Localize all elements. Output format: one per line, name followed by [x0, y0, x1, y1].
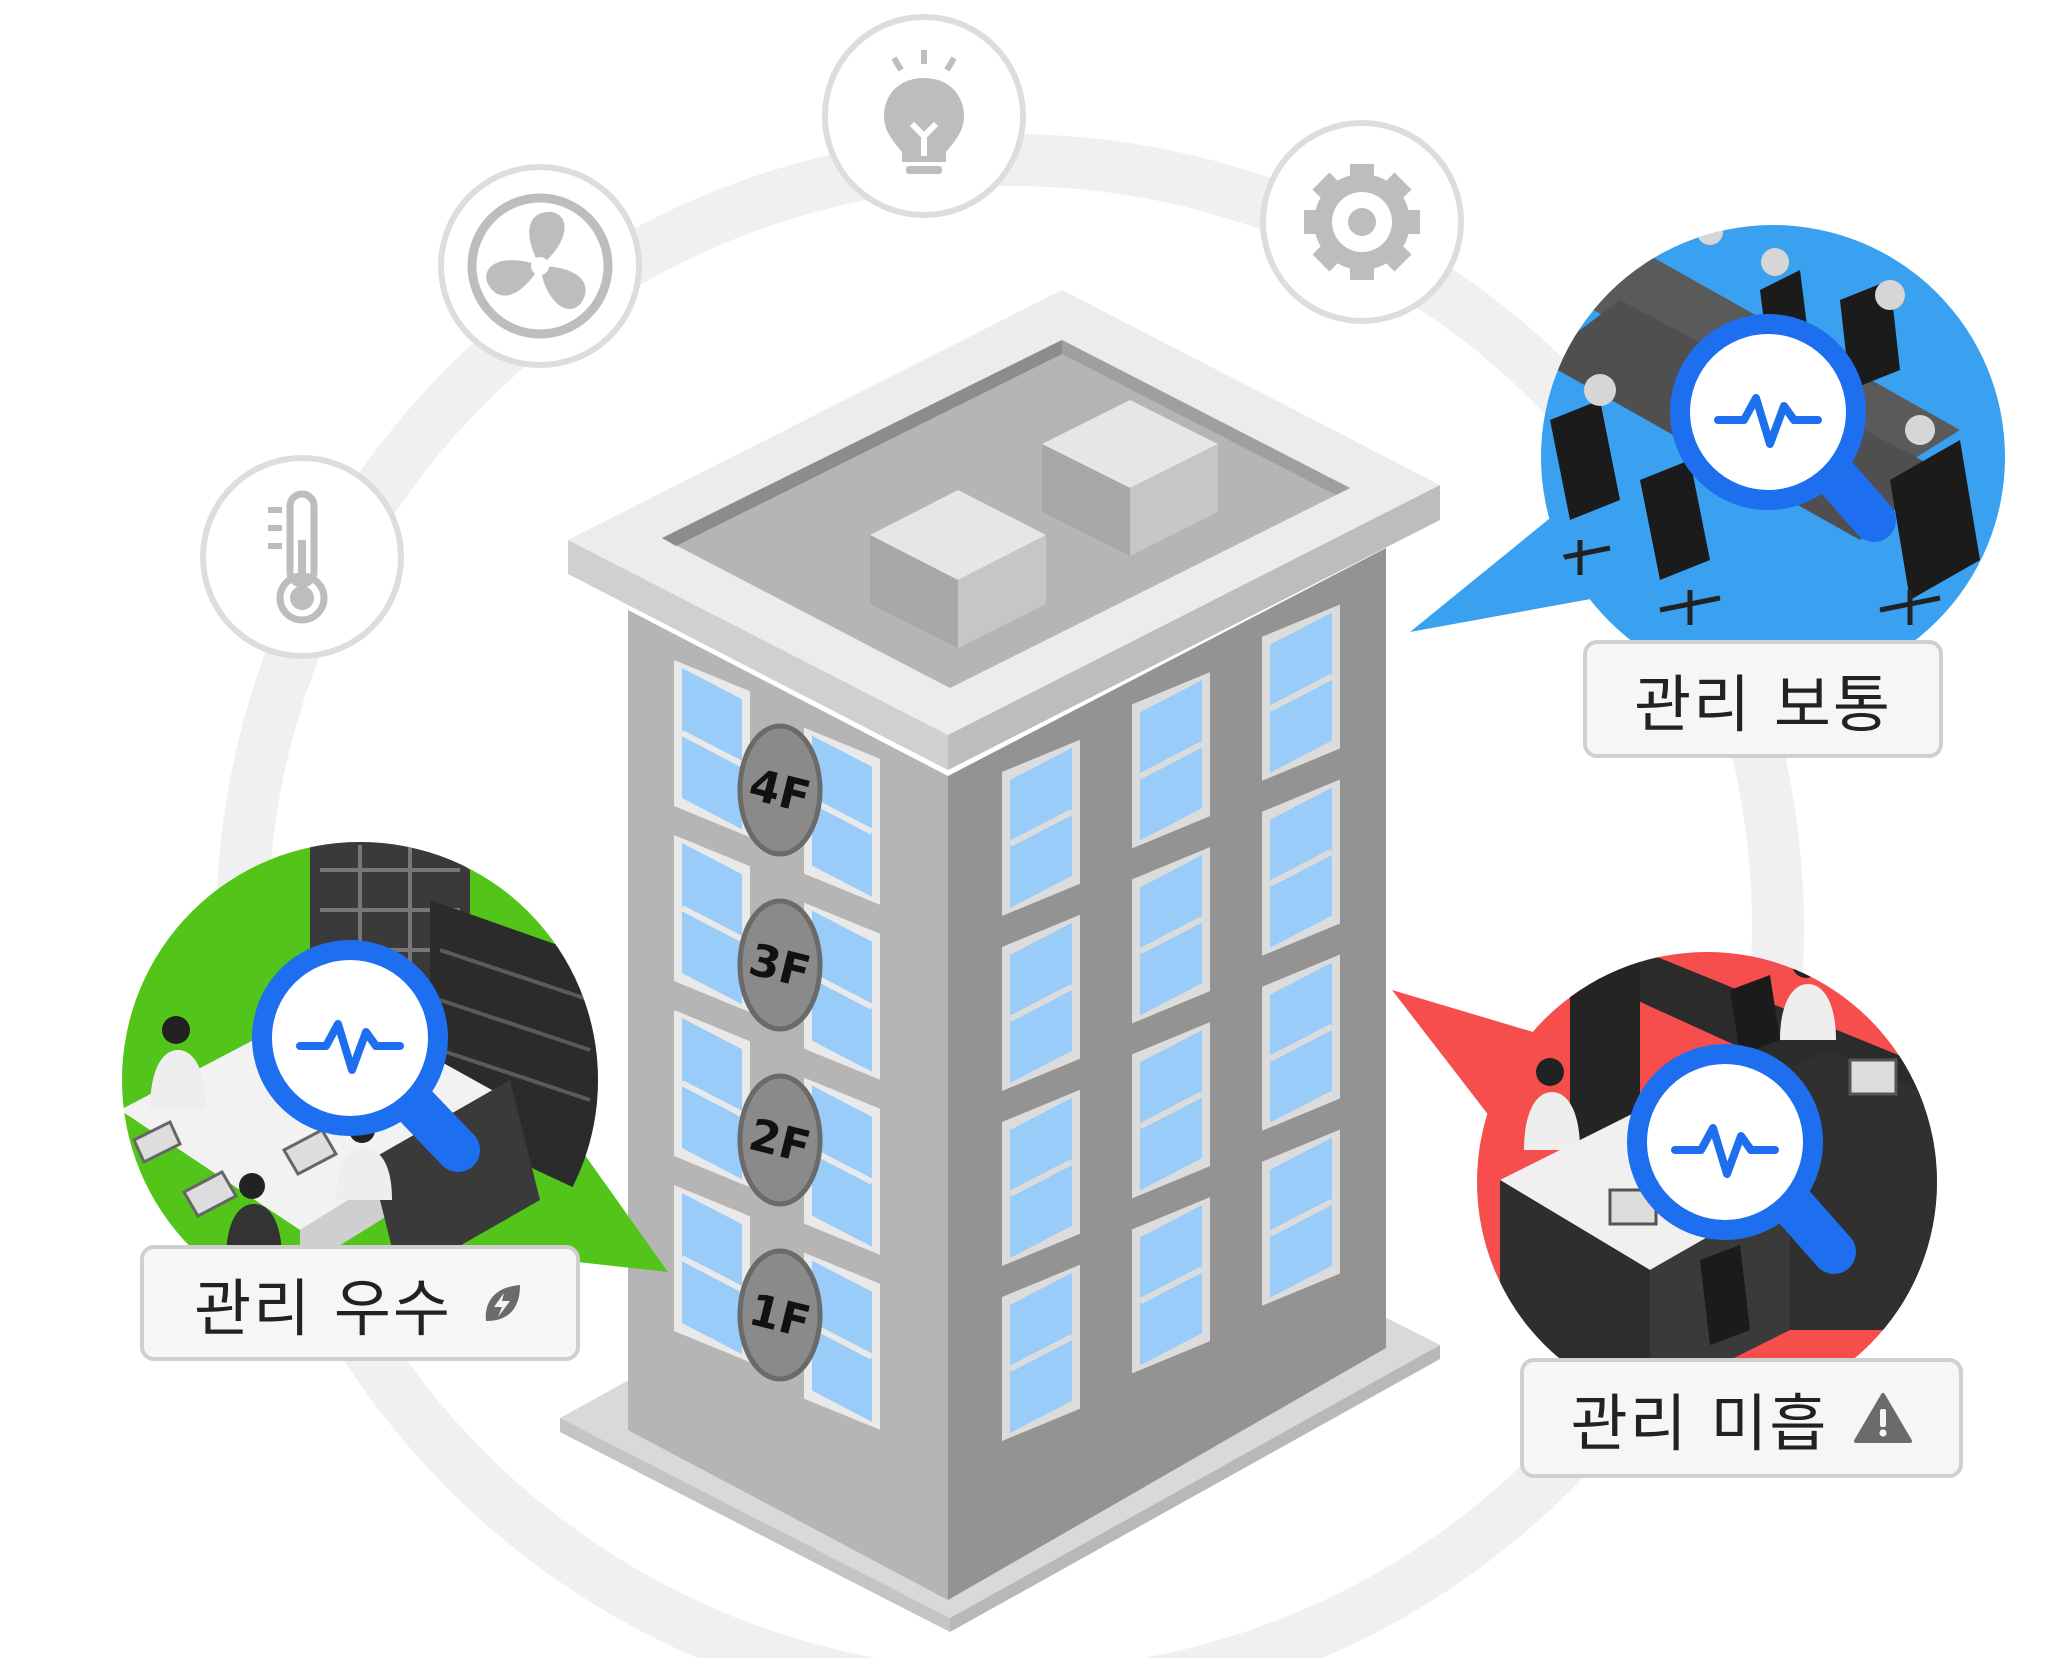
- floor-badge: 2F: [737, 1073, 823, 1207]
- magnifier-icon: [1627, 1044, 1856, 1274]
- window-mullion: [680, 1255, 744, 1292]
- building: 4F 3F 2F 1F: [560, 290, 1440, 1632]
- floor-badge: 1F: [737, 1248, 823, 1382]
- window-mullion: [810, 972, 874, 1010]
- side-windows: [1002, 604, 1340, 1441]
- window-mullion: [1268, 1198, 1334, 1237]
- window-mullion: [1008, 1159, 1074, 1197]
- window-mullion: [810, 797, 874, 835]
- status-label-normal: 관리 보통: [1583, 640, 1943, 758]
- magnifier-icon: [252, 940, 480, 1172]
- window-mullion: [810, 1147, 874, 1185]
- warning-icon: [1854, 1392, 1913, 1444]
- floor-labels: 4F 3F 2F 1F: [737, 723, 823, 1382]
- status-label-poor: 관리 미흡: [1520, 1358, 1963, 1478]
- window-mullion: [1268, 673, 1334, 712]
- floor-badge: 4F: [737, 723, 823, 857]
- window-mullion: [680, 905, 744, 942]
- window-mullion: [1008, 1334, 1074, 1372]
- window-mullion: [680, 730, 744, 767]
- status-label-good: 관리 우수: [140, 1245, 580, 1361]
- eco-leaf-bolt-icon: [478, 1279, 526, 1327]
- window-mullion: [1268, 1023, 1334, 1062]
- magnifier-icon: [1670, 314, 1896, 542]
- window-mullion: [1138, 741, 1204, 780]
- status-label-poor-text: 관리 미흡: [1570, 1387, 1829, 1460]
- status-label-good-text: 관리 우수: [194, 1272, 452, 1345]
- thermometer-icon: [200, 455, 404, 659]
- window-mullion: [1008, 809, 1074, 847]
- fan-icon: [438, 164, 642, 368]
- status-bubble-good: [122, 842, 668, 1318]
- window-mullion: [810, 1322, 874, 1360]
- window-mullion: [680, 1080, 744, 1117]
- status-label-normal-text: 관리 보통: [1634, 668, 1892, 741]
- window-mullion: [1268, 848, 1334, 887]
- lightbulb-icon: [822, 14, 1026, 218]
- floor-badge: 3F: [737, 898, 823, 1032]
- window-mullion: [1138, 1266, 1204, 1305]
- front-windows: [674, 660, 880, 1430]
- window-mullion: [1138, 916, 1204, 955]
- window-mullion: [1008, 984, 1074, 1022]
- window-mullion: [1138, 1091, 1204, 1130]
- status-bubble-normal: [1410, 225, 2005, 689]
- status-bubble-poor: [1392, 952, 1937, 1412]
- gear-icon: [1260, 120, 1464, 324]
